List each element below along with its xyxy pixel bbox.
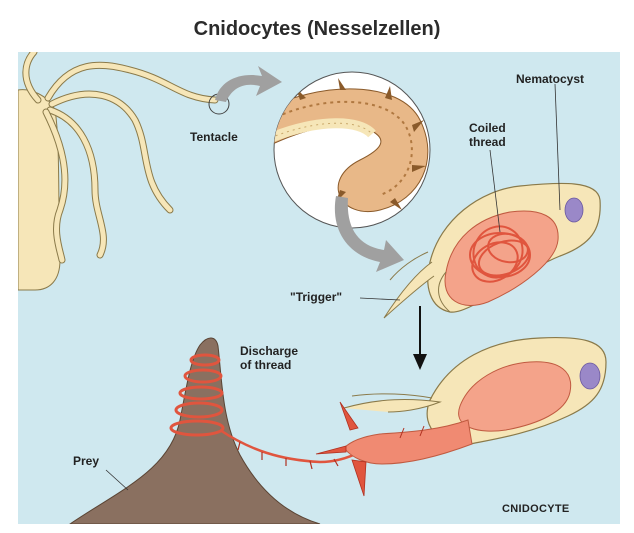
down-arrow	[413, 306, 427, 370]
label-nematocyst: Nematocyst	[516, 72, 584, 86]
label-discharge-line2: of thread	[240, 358, 291, 372]
cnidocyte-discharged	[316, 338, 606, 496]
label-coiled-thread-line2: thread	[469, 135, 506, 149]
label-prey: Prey	[73, 454, 99, 468]
zoom-arrow	[215, 66, 282, 102]
hydra-illustration	[18, 52, 229, 290]
label-cnidocyte: CNIDOCYTE	[502, 502, 569, 516]
label-trigger: "Trigger"	[290, 290, 342, 304]
label-coiled-thread-line1: Coiled	[469, 121, 506, 135]
thread-barbs	[238, 442, 338, 469]
label-tentacle: Tentacle	[190, 130, 238, 144]
label-discharge-line1: Discharge	[240, 344, 298, 358]
cnidocyte-undischarged	[384, 183, 600, 318]
